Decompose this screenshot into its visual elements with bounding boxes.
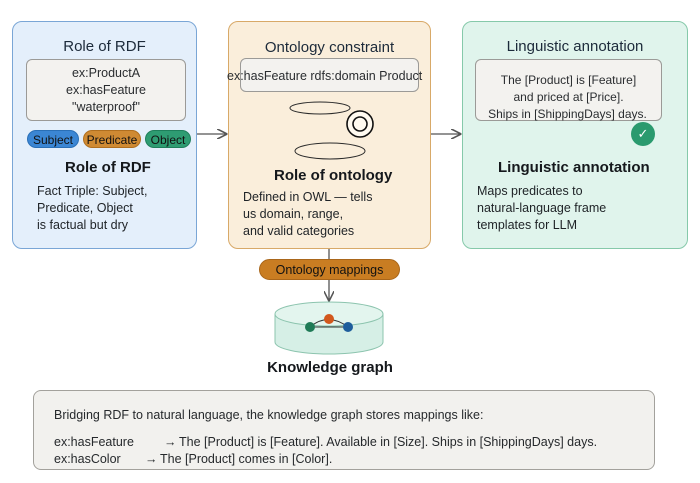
object-pill: Object [145,130,191,148]
bridge-intro: Bridging RDF to natural language, the kn… [54,408,484,422]
linguistic-panel-title: Linguistic annotation [506,38,644,55]
predicate-pill: Predicate [83,130,141,148]
mapping-row-predicate: ex:hasColor [54,452,121,466]
template-line: and priced at [Price]. [513,90,624,104]
linguistic-panel-subtitle: Linguistic annotation [498,159,650,176]
ontology-panel-subtitle: Role of ontology [274,167,393,184]
ontology-panel: Ontology constraint ex:hasFeature rdfs:d… [227,21,431,249]
rdf-panel-description: Fact Triple: Subject, Predicate, Object … [37,183,147,234]
code-line-object: "waterproof" [72,100,140,114]
knowledge-graph-icon [274,301,384,355]
template-line: The [Product] is [Feature] [500,73,637,87]
mapping-row-template: The [Product] is [Feature]. Available in… [179,435,598,449]
ontology-mappings-pill: Ontology mappings [259,259,400,280]
linguistic-template-box: The [Product] is [Feature] and priced at… [475,59,662,121]
mapping-row-arrow: → [145,452,158,466]
linguistic-desc-line: templates for LLM [477,218,578,232]
ontology-cylinder-icon [289,101,374,160]
ontology-code: ex:hasFeature rdfs:domain Product [227,69,423,83]
mapping-row-predicate: ex:hasFeature [54,435,134,449]
rdf-panel-title: Role of RDF [63,38,146,55]
check-icon: ✓ [631,122,655,146]
rdf-triple-code-box: ex:ProductA ex:hasFeature "waterproof" [26,59,186,121]
rdf-panel: Role of RDF ex:ProductA ex:hasFeature "w… [12,21,197,249]
graph-node-orange [324,314,334,324]
rdf-panel-subtitle: Role of RDF [65,159,151,176]
ontology-desc-line: and valid categories [243,224,355,238]
knowledge-graph-label: Knowledge graph [267,359,393,376]
ontology-panel-title: Ontology constraint [264,39,395,56]
template-line: Ships in [ShippingDays] days. [488,107,647,121]
mapping-row-arrow: → [164,435,177,449]
rdf-desc-line: is factual but dry [37,218,129,232]
ontology-desc-line: us domain, range, [243,207,344,221]
rdf-desc-line: Fact Triple: Subject, [37,184,148,198]
linguistic-panel-description: Maps predicates to natural-language fram… [477,183,606,234]
ontology-desc-line: Defined in OWL — tells [243,190,373,204]
mapping-row-template: The [Product] comes in [Color]. [160,452,333,466]
linguistic-desc-line: natural-language frame [477,201,607,215]
subject-pill: Subject [27,130,79,148]
code-line-predicate: ex:hasFeature [66,83,146,97]
graph-node-green [305,322,315,332]
ontology-panel-description: Defined in OWL — tells us domain, range,… [243,189,372,240]
graph-node-blue [343,322,353,332]
code-line-subject: ex:ProductA [71,66,141,80]
linguistic-panel: Linguistic annotation The [Product] is [… [462,21,688,249]
linguistic-desc-line: Maps predicates to [477,184,583,198]
rdf-desc-line: Predicate, Object [37,201,133,215]
ontology-code-box: ex:hasFeature rdfs:domain Product [227,58,422,92]
bridge-note-box: Bridging RDF to natural language, the kn… [33,390,655,470]
